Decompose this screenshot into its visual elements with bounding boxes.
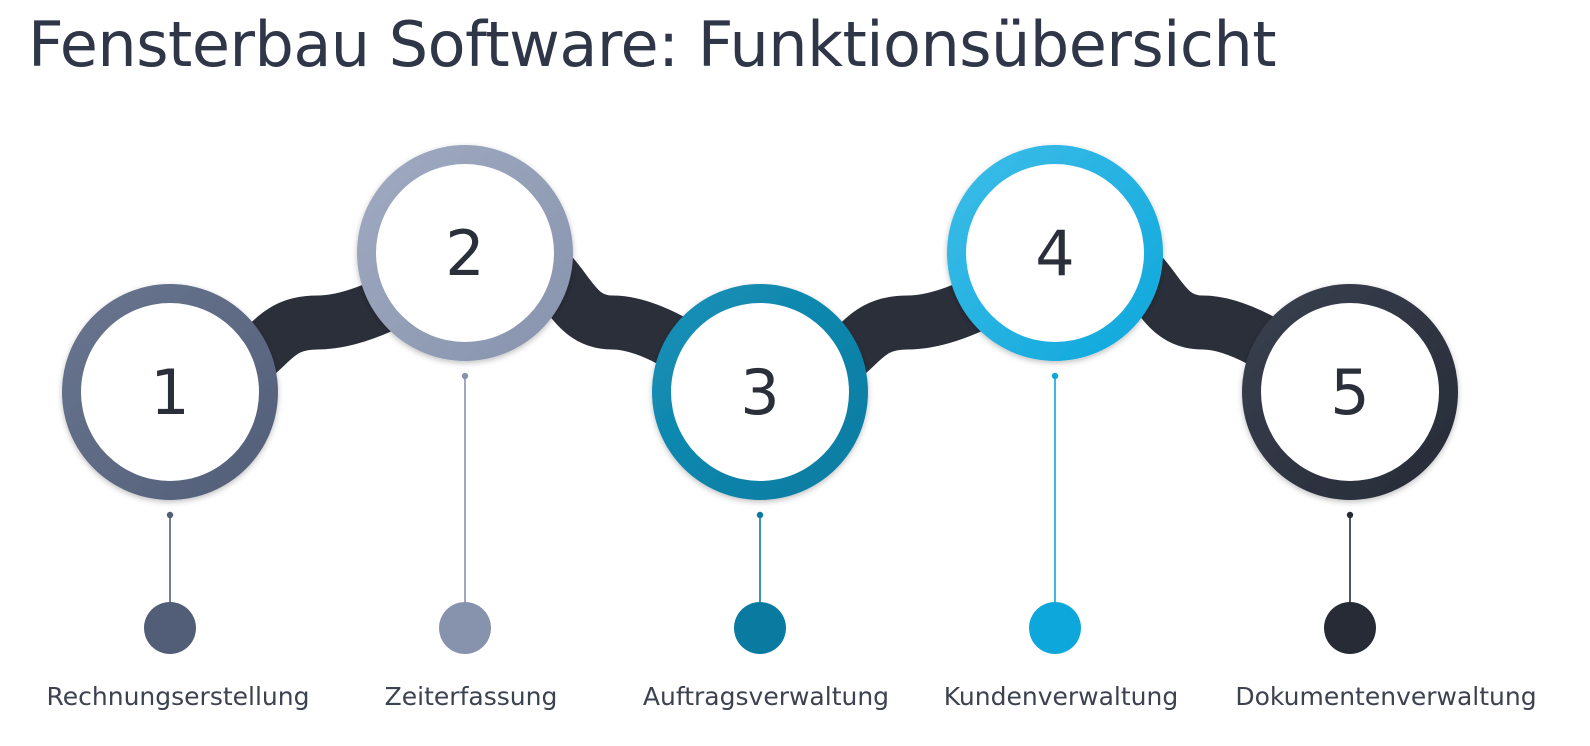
bottom-dot-3 xyxy=(734,602,786,654)
page-title: Fensterbau Software: Funktionsübersicht xyxy=(28,8,1277,81)
step-label-1: Rechnungserstellung xyxy=(47,682,310,711)
bottom-dot-1 xyxy=(144,602,196,654)
bottom-dots xyxy=(144,602,1376,654)
step-number-3: 3 xyxy=(740,356,779,429)
step-ring-inner-3 xyxy=(671,303,849,481)
step-number-1: 1 xyxy=(150,356,189,429)
step-ring-inner-4 xyxy=(966,164,1144,342)
labels: Rechnungserstellung Zeiterfassung Auftrags… xyxy=(47,682,1537,711)
step-ring-inner-5 xyxy=(1261,303,1439,481)
step-number-4: 4 xyxy=(1035,217,1074,290)
bottom-dot-4 xyxy=(1029,602,1081,654)
step-label-3: Auftragsverwaltung xyxy=(643,682,889,711)
stem-dot-5 xyxy=(1346,511,1354,519)
step-ring-inner-2 xyxy=(376,164,554,342)
bottom-dot-2 xyxy=(439,602,491,654)
step-label-5: Dokumentenverwaltung xyxy=(1235,682,1536,711)
step-ring-inner-1 xyxy=(81,303,259,481)
stem-dot-4 xyxy=(1051,372,1059,380)
stems xyxy=(166,372,1354,604)
step-label-4: Kundenverwaltung xyxy=(944,682,1178,711)
step-number-5: 5 xyxy=(1330,356,1369,429)
stem-dot-1 xyxy=(166,511,174,519)
stem-dot-2 xyxy=(461,372,469,380)
step-number-2: 2 xyxy=(445,217,484,290)
stem-dot-3 xyxy=(756,511,764,519)
step-label-2: Zeiterfassung xyxy=(385,682,558,711)
rings: 1 2 3 4 5 xyxy=(62,145,1458,500)
bottom-dot-5 xyxy=(1324,602,1376,654)
